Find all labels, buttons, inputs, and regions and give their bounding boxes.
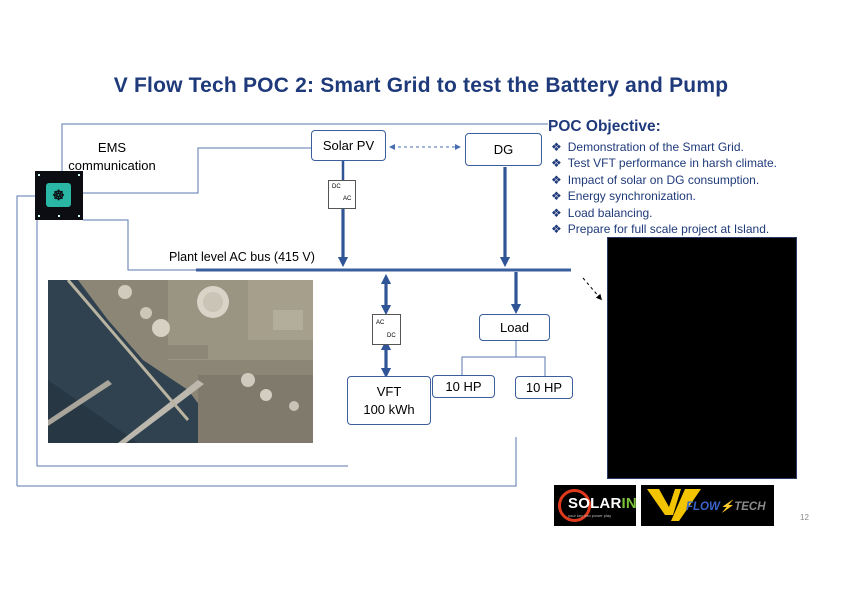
list-item: ❖Test VFT performance in harsh climate. [551,156,777,171]
media-placeholder-panel [607,237,797,479]
bullet-icon: ❖ [551,172,562,187]
list-item: ❖Load balancing. [551,205,653,220]
bullet-icon: ❖ [551,156,562,171]
dc-ac-converter: DC AC [328,180,356,209]
lightning-icon: ⚡ [719,501,735,513]
objective-heading: POC Objective: [548,118,661,135]
callout-arrow [582,277,602,301]
objective-list: ❖Demonstration of the Smart Grid. ❖Test … [551,139,777,237]
list-item: ❖Demonstration of the Smart Grid. [551,140,744,154]
vflowtech-logo: FLOW⚡TECH [641,485,774,526]
bullet-icon: ❖ [551,189,562,204]
solar-pv-box: Solar PV [311,130,386,161]
pump-box-1: 10 HP [432,375,495,398]
ac-bus-label: Plant level AC bus (415 V) [169,250,315,264]
ems-controller-icon: ☸ [35,171,83,220]
bullet-icon: ❖ [551,140,562,154]
bullet-icon: ❖ [551,222,562,237]
ems-communication-label: EMS communication [68,140,156,173]
bullet-icon: ❖ [551,205,562,220]
list-item: ❖Impact of solar on DG consumption. [551,172,760,187]
solarin-logo: SOLARIN your key into power play [554,485,636,526]
list-item: ❖Prepare for full scale project at Islan… [551,222,770,237]
vft-battery-box: VFT 100 kWh [347,376,431,425]
load-box: Load [479,314,550,341]
list-item: ❖Energy synchronization. [551,189,696,204]
plant-aerial-photo [48,280,313,443]
ems-communication-lines [16,123,548,487]
pump-box-2: 10 HP [515,376,573,399]
ac-dc-converter: AC DC [372,314,401,345]
page-title: V Flow Tech POC 2: Smart Grid to test th… [113,74,729,97]
page-number: 12 [800,513,809,522]
dg-box: DG [465,133,542,166]
